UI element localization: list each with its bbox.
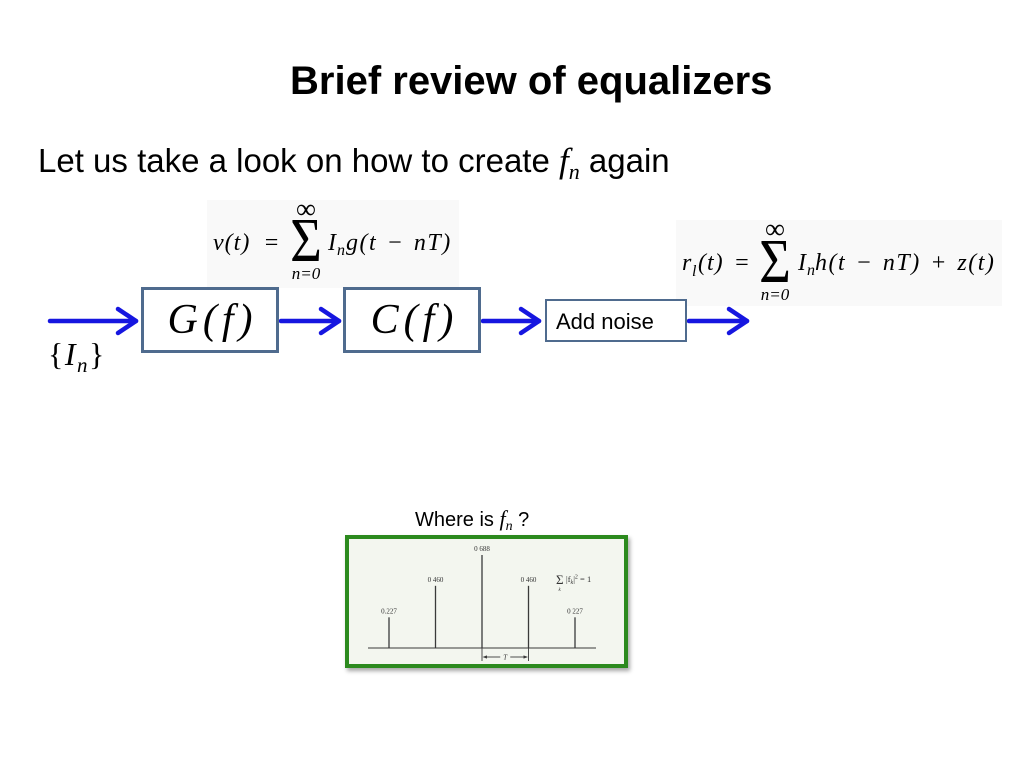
g-block-label: G(f) xyxy=(167,297,258,343)
question-text-before: Where is xyxy=(415,509,500,531)
spacing-label: T xyxy=(503,654,508,662)
question-subscript-n: n xyxy=(505,519,513,534)
norm-expression-subscript: k xyxy=(571,580,574,586)
subtitle-text-before: Let us take a look on how to create xyxy=(38,142,559,179)
add-noise-label: Add noise xyxy=(556,309,654,334)
question-variable-f: f xyxy=(499,506,506,531)
norm-expression-superscript: 2 xyxy=(575,575,578,581)
formula-r-panel: r l (t) = ∞ Σ n=0 I n h(t − nT) + z(t) xyxy=(676,215,1002,306)
g-block: G(f) xyxy=(141,287,279,353)
norm-expression-tail: = 1 xyxy=(578,574,591,584)
formula-v-term-rest: g(t − nT) xyxy=(346,230,452,256)
formula-r-term-subscript: n xyxy=(807,261,815,279)
formula-r-lhs-subscript: l xyxy=(692,262,697,280)
norm-sum-symbol: Σ xyxy=(556,572,564,587)
arrow-input-to-g xyxy=(47,306,139,336)
stem-value-label-2: 0 460 xyxy=(428,576,444,584)
slide-subtitle: Let us take a look on how to create fn a… xyxy=(38,141,670,184)
spacing-arrowhead-left xyxy=(482,655,487,659)
formula-v-term-variable: I xyxy=(328,230,336,256)
subtitle-variable-f: f xyxy=(559,141,569,180)
formula-r-term-variable: I xyxy=(798,250,806,276)
formula-r-sum-upper-limit: ∞ xyxy=(765,213,785,245)
slide-title: Brief review of equalizers xyxy=(290,59,773,103)
formula-v-sum-lower-limit: n=0 xyxy=(291,263,321,283)
question-text-after: ? xyxy=(512,509,530,531)
formula-r-lhs-rest: (t) = xyxy=(698,250,751,276)
norm-expression: |fk|2 = 1 xyxy=(566,574,591,586)
input-subscript: n xyxy=(77,353,90,377)
input-sequence-label: {In} xyxy=(48,336,106,377)
formula-v-term-subscript: n xyxy=(337,241,345,259)
norm-expression-after: | xyxy=(573,574,575,584)
formula-r-term-rest: h(t − nT) + z(t) xyxy=(815,250,996,276)
formula-v-lhs: v(t) = xyxy=(213,230,281,256)
add-noise-block: Add noise xyxy=(545,299,687,342)
arrow-g-to-c xyxy=(278,306,342,336)
formula-r-lhs-variable: r xyxy=(682,250,692,276)
subtitle-subscript-n: n xyxy=(568,159,580,184)
arrow-c-to-noise xyxy=(480,306,542,336)
input-brace-open: { xyxy=(48,336,65,372)
subtitle-text-after: again xyxy=(579,142,670,179)
arrow-noise-to-output xyxy=(686,306,750,336)
input-variable: I xyxy=(64,336,78,372)
stem-value-label-1: 0.227 xyxy=(381,607,397,615)
c-block-label: C(f) xyxy=(370,297,459,343)
c-block: C(f) xyxy=(343,287,481,353)
input-brace-close: } xyxy=(89,336,106,372)
norm-expression-before: |f xyxy=(566,574,571,584)
formula-v-sum-symbol: Σ xyxy=(290,207,322,275)
formula-r-sum-symbol: Σ xyxy=(759,228,791,296)
formula-r-sum-lower-limit: n=0 xyxy=(760,284,790,304)
spacing-arrowhead-right xyxy=(523,655,528,659)
norm-sum-index: k xyxy=(559,588,562,593)
stem-value-label-4: 0 460 xyxy=(521,576,537,584)
stem-value-label-5: 0 227 xyxy=(567,607,583,615)
question-label: Where is fn ? xyxy=(415,506,530,535)
formula-v-sum-upper-limit: ∞ xyxy=(296,193,316,225)
formula-v-panel: v(t) = ∞ Σ n=0 I n g(t − nT) xyxy=(207,195,459,288)
stem-value-label-3: 0 688 xyxy=(474,545,490,553)
